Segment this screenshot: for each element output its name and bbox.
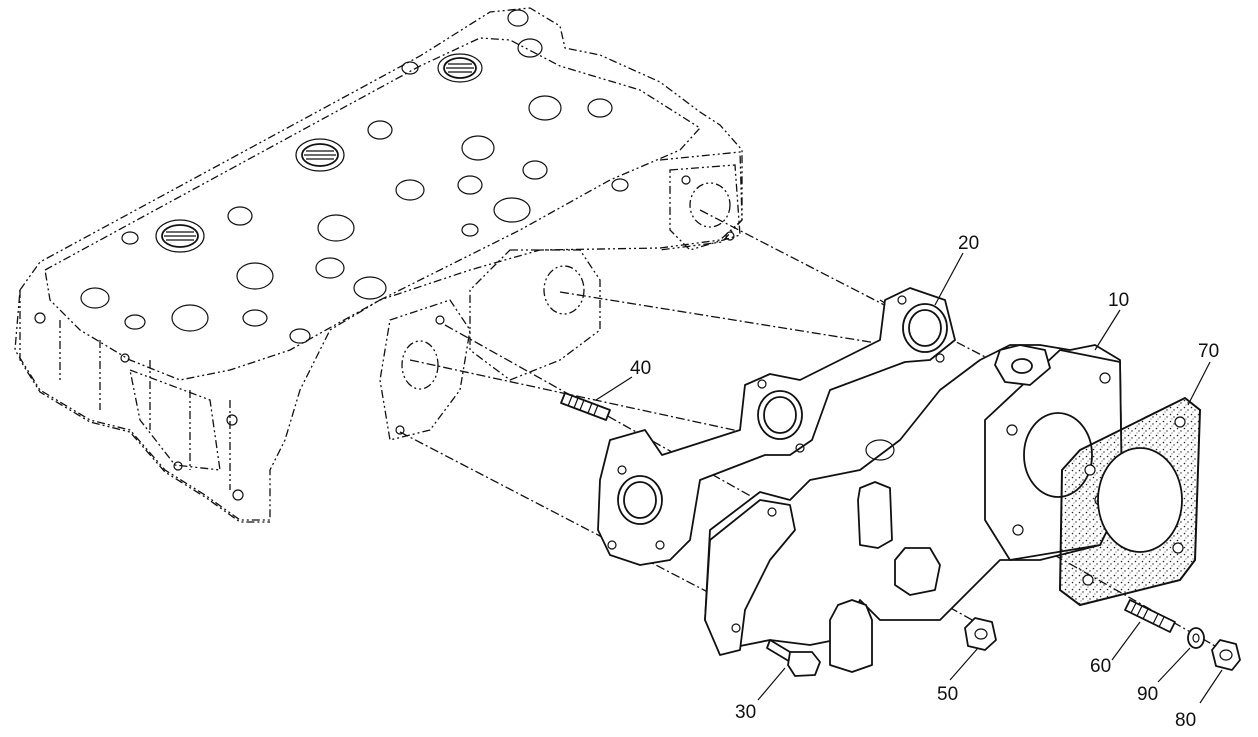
callout-leaders [595, 252, 1223, 704]
callout-90: 90 [1137, 684, 1158, 705]
callout-80: 80 [1175, 710, 1196, 731]
callout-20: 20 [958, 233, 979, 254]
threaded-hole-icon [161, 57, 477, 248]
callout-60: 60 [1090, 656, 1111, 677]
lock-washer-icon [1187, 627, 1205, 649]
callout-40: 40 [630, 358, 651, 379]
callout-70: 70 [1198, 341, 1219, 362]
callout-10: 10 [1108, 290, 1129, 311]
callout-50: 50 [937, 684, 958, 705]
callout-30: 30 [735, 702, 756, 723]
exhaust-manifold-gasket [597, 287, 956, 566]
turbo-nut-icon [1211, 639, 1241, 671]
cylinder-head-phantom [14, 7, 743, 523]
hex-nut-icon [964, 617, 997, 651]
turbo-flange-gasket [1058, 396, 1202, 607]
stud-bolt-icon [560, 392, 611, 421]
flange-bolt-icon [766, 639, 821, 677]
turbo-stud-icon [1124, 599, 1176, 633]
callout-labels: 10 20 30 40 50 60 70 80 90 [630, 233, 1219, 731]
